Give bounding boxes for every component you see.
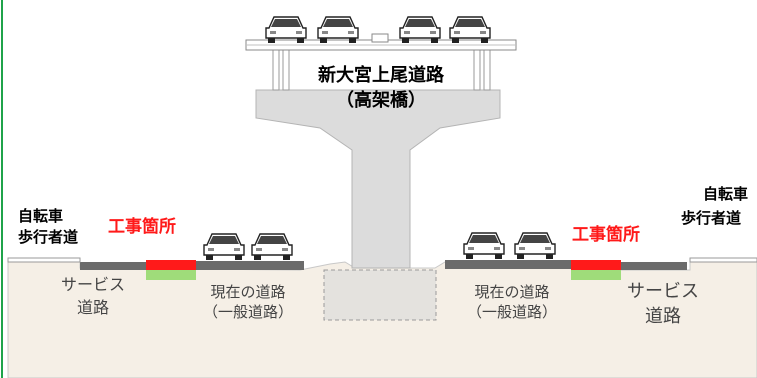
- grass-left: [146, 270, 196, 280]
- service-road-right: [621, 262, 687, 270]
- walkway-right: [689, 257, 757, 263]
- current-road-right-line2: （一般道路）: [466, 303, 557, 321]
- current-road-left-line2: （一般道路）: [202, 303, 293, 321]
- works-label-left: 工事箇所: [108, 217, 176, 237]
- bike-walkway-left-line1: 自転車: [18, 207, 64, 225]
- works-strip-left: [146, 260, 196, 270]
- car-icon: [203, 233, 245, 260]
- bike-walkway-left-line2: 歩行者道: [18, 228, 79, 246]
- viaduct-name: 新大宮上尾道路: [318, 65, 444, 86]
- car-icon: [251, 233, 293, 260]
- bike-walkway-right-line1: 自転車: [703, 185, 749, 203]
- service-road-left: [80, 262, 146, 270]
- works-strip-right: [571, 260, 621, 270]
- service-road-right-line1: サービス: [627, 281, 699, 302]
- car-icon: [463, 232, 505, 259]
- viaduct-sub: （高架橋）: [336, 90, 426, 111]
- car-icon: [514, 232, 556, 259]
- service-road-right-line2: 道路: [645, 306, 681, 327]
- car-icon: [449, 16, 491, 43]
- service-road-left-line1: サービス: [60, 275, 125, 294]
- green-frame-line: [1, 0, 3, 378]
- service-road-left-line2: 道路: [76, 298, 109, 317]
- car-icon: [265, 16, 307, 43]
- pier-footing: [323, 269, 437, 321]
- works-label-right: 工事箇所: [572, 225, 640, 245]
- current-road-right-line1: 現在の道路: [474, 283, 550, 301]
- bike-walkway-right-line2: 歩行者道: [681, 209, 742, 227]
- current-road-right: [445, 260, 571, 269]
- median-barrier: [371, 33, 389, 43]
- viaduct-pier: [255, 89, 501, 269]
- car-icon: [399, 16, 441, 43]
- walkway-left: [7, 257, 81, 263]
- car-icon: [317, 16, 359, 43]
- grass-right: [571, 270, 621, 280]
- current-road-left-line1: 現在の道路: [210, 283, 286, 301]
- current-road-left: [196, 261, 304, 270]
